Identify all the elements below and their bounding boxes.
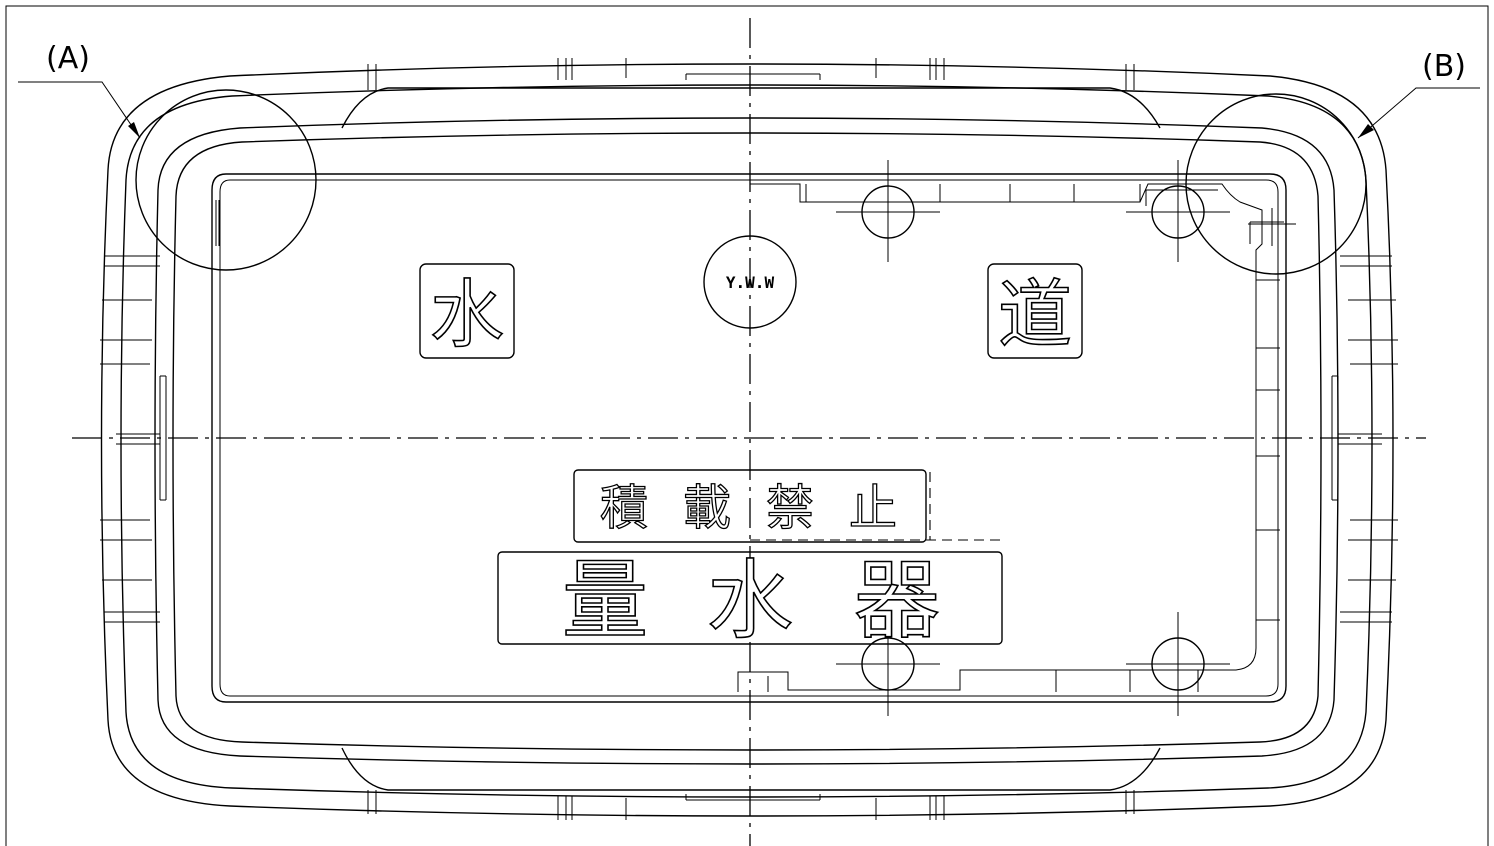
leader-b <box>1357 87 1480 139</box>
bottom-notch <box>341 747 1161 791</box>
no-load-char-1: 積 <box>600 480 648 536</box>
water-badge <box>419 263 515 359</box>
meter-char-3: 器 <box>854 551 940 651</box>
bolt-hole-bottom-right <box>1126 612 1230 716</box>
detail-circle-b <box>1185 93 1367 275</box>
no-load-plate <box>573 469 927 543</box>
no-load-char-4: 止 <box>849 480 897 536</box>
bolt-hole-bottom-left <box>836 612 940 716</box>
road-character: 道 <box>998 272 1072 358</box>
no-load-char-2: 載 <box>683 480 731 536</box>
water-character: 水 <box>430 272 504 358</box>
leader-b-arrow <box>1358 124 1374 138</box>
meter-char-2: 水 <box>707 551 793 651</box>
callout-a-label: (A) <box>46 41 90 76</box>
water-meter-plate <box>497 551 1003 645</box>
right-side-ribs <box>1331 255 1398 623</box>
maker-emblem-text: Y.W.W <box>726 273 775 292</box>
lid-outer-outline <box>100 63 1394 817</box>
no-load-char-3: 禁 <box>766 480 814 536</box>
bolt-hole-top-left <box>836 160 940 262</box>
right-recess-inner <box>1145 189 1284 244</box>
bottom-tabs <box>367 790 1135 820</box>
maker-emblem <box>703 235 797 329</box>
lid-inner-rim <box>154 117 1339 765</box>
leader-a <box>18 81 141 139</box>
top-tabs <box>367 58 1135 90</box>
left-groove <box>215 200 220 246</box>
top-notch <box>341 87 1161 129</box>
bolt-hole-top-right <box>1126 160 1230 262</box>
detail-circle-a <box>135 89 317 271</box>
lid-inner-rim-2 <box>172 132 1322 751</box>
side-mark-right <box>1248 208 1296 246</box>
right-recess <box>737 183 1263 692</box>
drawing-frame <box>5 5 1489 846</box>
main-panel-inner <box>219 179 1279 697</box>
road-badge <box>987 263 1083 359</box>
callout-b-label: (B) <box>1422 49 1466 84</box>
meter-char-1: 量 <box>562 551 648 651</box>
main-panel-outline <box>211 173 1287 703</box>
leader-a-arrow <box>128 122 140 138</box>
lid-outer-outline-2 <box>120 84 1373 798</box>
hidden-line-top <box>750 472 1000 541</box>
